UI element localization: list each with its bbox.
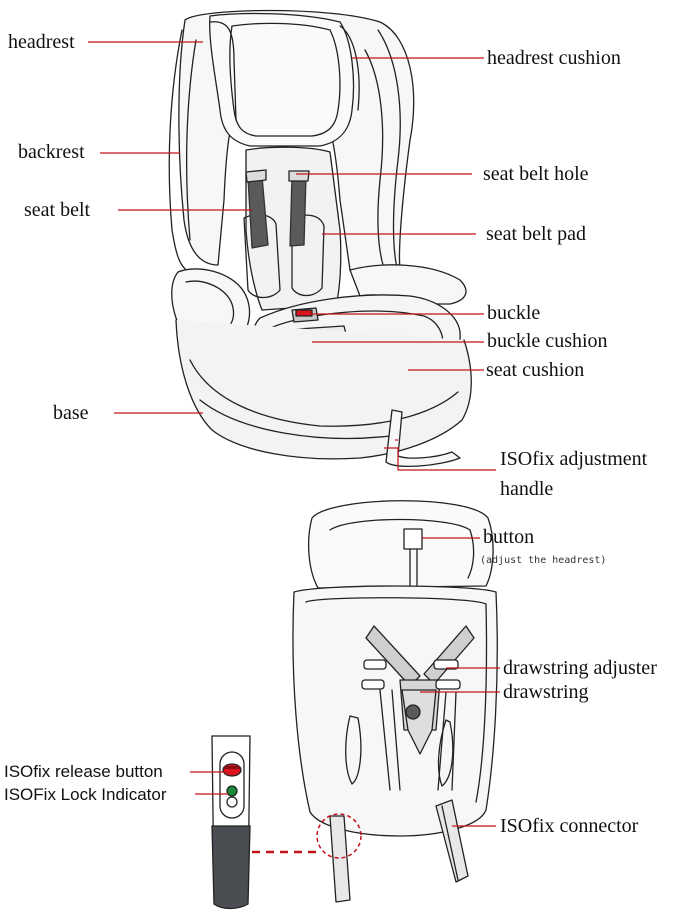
label-isofix-adjustment-line2: handle <box>500 479 553 499</box>
label-isofix-adjustment-line1: ISOfix adjustment <box>500 449 647 469</box>
label-drawstring-adjuster: drawstring adjuster <box>503 658 657 678</box>
label-headrest-cushion: headrest cushion <box>487 48 621 68</box>
label-seat-cushion: seat cushion <box>486 360 584 380</box>
label-buckle: buckle <box>487 303 540 323</box>
label-seat-belt-pad: seat belt pad <box>486 224 586 244</box>
label-isofix-lock-indicator: ISOFix Lock Indicator <box>4 786 167 803</box>
label-headrest: headrest <box>8 32 75 52</box>
label-button: button <box>483 527 534 547</box>
label-base: base <box>53 403 89 423</box>
label-button-note: (adjust the headrest) <box>480 556 606 566</box>
label-seat-belt: seat belt <box>24 200 90 220</box>
isofix-rail-drawing <box>212 736 250 909</box>
label-seat-belt-hole: seat belt hole <box>483 164 589 184</box>
back-seat-drawing <box>293 501 497 902</box>
label-buckle-cushion: buckle cushion <box>487 331 608 351</box>
label-backrest: backrest <box>18 142 85 162</box>
label-drawstring: drawstring <box>503 682 589 702</box>
front-seat-drawing <box>169 11 471 467</box>
label-isofix-connector: ISOfix connector <box>500 816 638 836</box>
label-isofix-release-button: ISOfix release button <box>4 763 163 780</box>
